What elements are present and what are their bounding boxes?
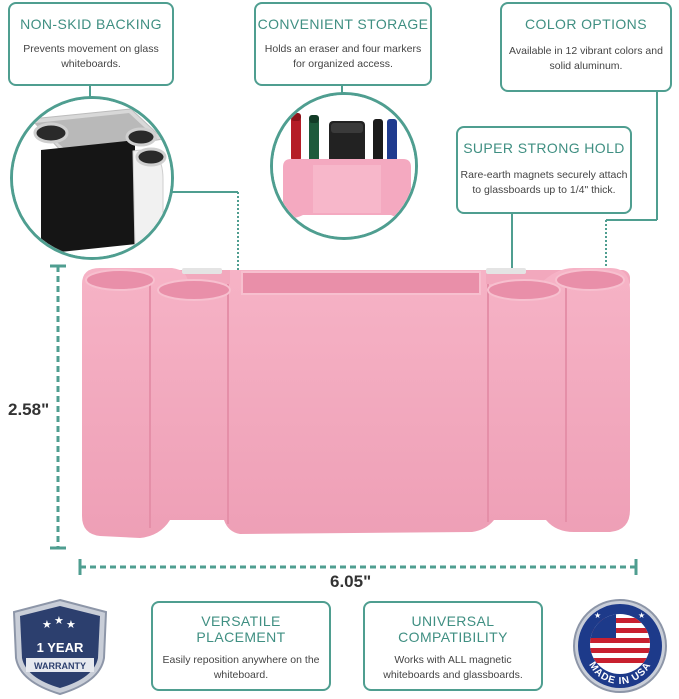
feature-desc-line: whiteboards and glassboards. [383, 669, 523, 681]
feature-title: COLOR OPTIONS [525, 16, 647, 32]
svg-text:★: ★ [594, 611, 601, 620]
feature-card-storage: CONVENIENT STORAGE Holds an eraser and f… [254, 2, 432, 86]
feature-desc-line: solid aluminum. [549, 60, 623, 72]
svg-text:★: ★ [54, 615, 64, 627]
svg-text:★: ★ [638, 611, 645, 620]
feature-desc-line: Prevents movement on glass [23, 43, 159, 55]
svg-text:★: ★ [66, 619, 76, 631]
feature-card-color: COLOR OPTIONS Available in 12 vibrant co… [500, 2, 672, 92]
feature-desc-line: to glassboards up to 1/4" thick. [472, 184, 616, 196]
marker-dot [233, 333, 243, 343]
feature-title: VERSATILE [201, 613, 281, 629]
feature-desc-line: Available in 12 vibrant colors and [509, 45, 663, 57]
feature-desc-line: Rare-earth magnets securely attach [460, 169, 628, 181]
feature-title: NON-SKID BACKING [20, 16, 162, 32]
feature-desc-line: whiteboard. [213, 669, 269, 681]
feature-desc-line: for organized access. [293, 58, 393, 70]
feature-desc-line: whiteboards. [61, 58, 121, 70]
warranty-line-1: 1 YEAR [37, 640, 84, 655]
feature-desc-line: Works with ALL magnetic [394, 654, 512, 666]
svg-text:★: ★ [42, 619, 52, 631]
feature-desc-line: Holds an eraser and four markers [264, 43, 422, 55]
feature-title: SUPER STRONG HOLD [463, 140, 625, 156]
backing-detail-image [13, 99, 171, 257]
feature-title: COMPATIBILITY [398, 629, 508, 645]
feature-desc-line: Easily reposition anywhere on the [162, 654, 320, 666]
feature-card-hold: SUPER STRONG HOLD Rare-earth magnets sec… [456, 126, 632, 214]
feature-card-placement: VERSATILE PLACEMENT Easily reposition an… [151, 601, 331, 691]
feature-card-non-skid: NON-SKID BACKING Prevents movement on gl… [8, 2, 174, 86]
feature-title: UNIVERSAL [411, 613, 495, 629]
shield-stars-icon: ★ ★ ★ 1 YEAR WARRANTY [12, 598, 108, 696]
feature-title: PLACEMENT [196, 629, 286, 645]
storage-detail-image [273, 95, 415, 237]
warranty-line-2: WARRANTY [34, 661, 86, 671]
height-dimension-label: 2.58" [8, 400, 50, 419]
feature-card-compat: UNIVERSAL COMPATIBILITY Works with ALL m… [363, 601, 543, 691]
flag-seal-icon: ★ ★ MADE IN USA [573, 599, 667, 693]
feature-title: CONVENIENT STORAGE [257, 16, 429, 32]
width-dimension-label: 6.05" [330, 572, 372, 591]
detail-circle-storage [270, 92, 418, 240]
detail-circle-backing [10, 96, 174, 260]
marker-dot [601, 311, 611, 321]
